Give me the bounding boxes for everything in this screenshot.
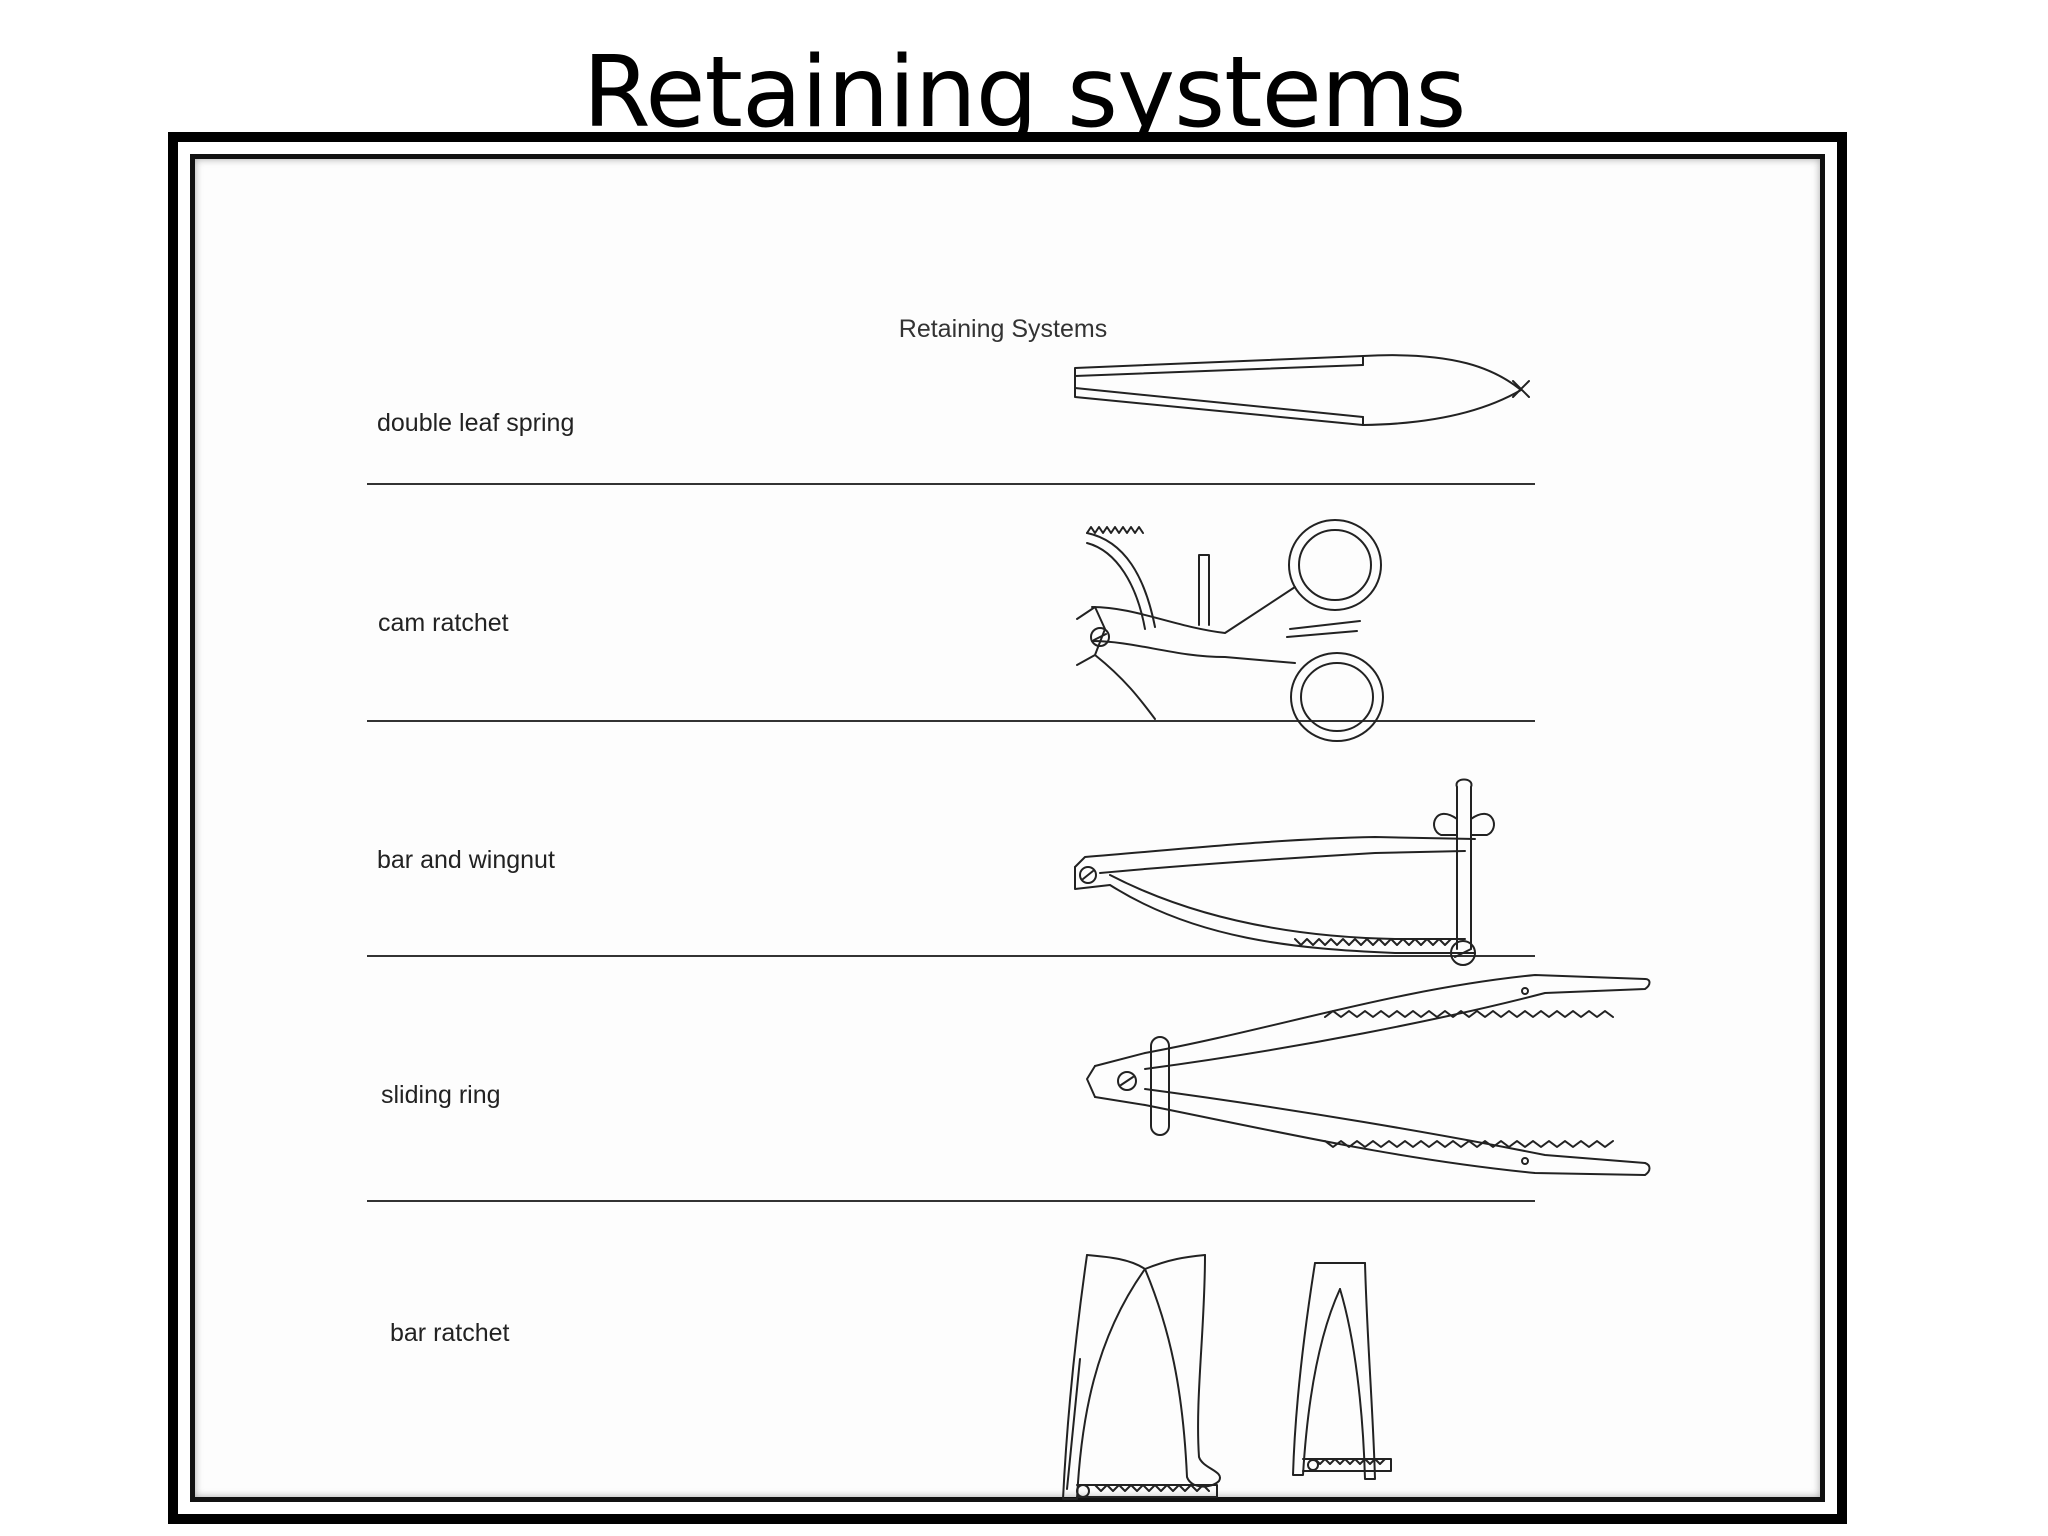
bar-ratchet-illustration — [1063, 1255, 1391, 1499]
row-label-sliding-ring: sliding ring — [381, 1081, 501, 1109]
row-divider — [367, 1200, 1535, 1202]
figure-caption: Retaining Systems — [898, 315, 1108, 343]
figure-frame: Retaining Systems double leaf spring cam… — [168, 132, 1847, 1524]
row-divider — [367, 483, 1535, 485]
double-leaf-spring-illustration — [1075, 355, 1529, 425]
row-divider — [367, 955, 1535, 957]
slide-title: Retaining systems — [582, 36, 1467, 150]
figure-panel: Retaining Systems double leaf spring cam… — [190, 154, 1825, 1502]
row-divider — [367, 720, 1535, 722]
cam-ratchet-illustration — [1077, 520, 1383, 741]
row-label-bar-ratchet: bar ratchet — [390, 1319, 510, 1347]
row-label-double-leaf-spring: double leaf spring — [377, 409, 575, 437]
instrument-drawings — [195, 159, 1835, 1509]
row-label-cam-ratchet: cam ratchet — [378, 609, 509, 637]
bar-and-wingnut-illustration — [1075, 780, 1494, 966]
sliding-ring-illustration — [1087, 975, 1650, 1175]
row-label-bar-and-wingnut: bar and wingnut — [377, 846, 555, 874]
